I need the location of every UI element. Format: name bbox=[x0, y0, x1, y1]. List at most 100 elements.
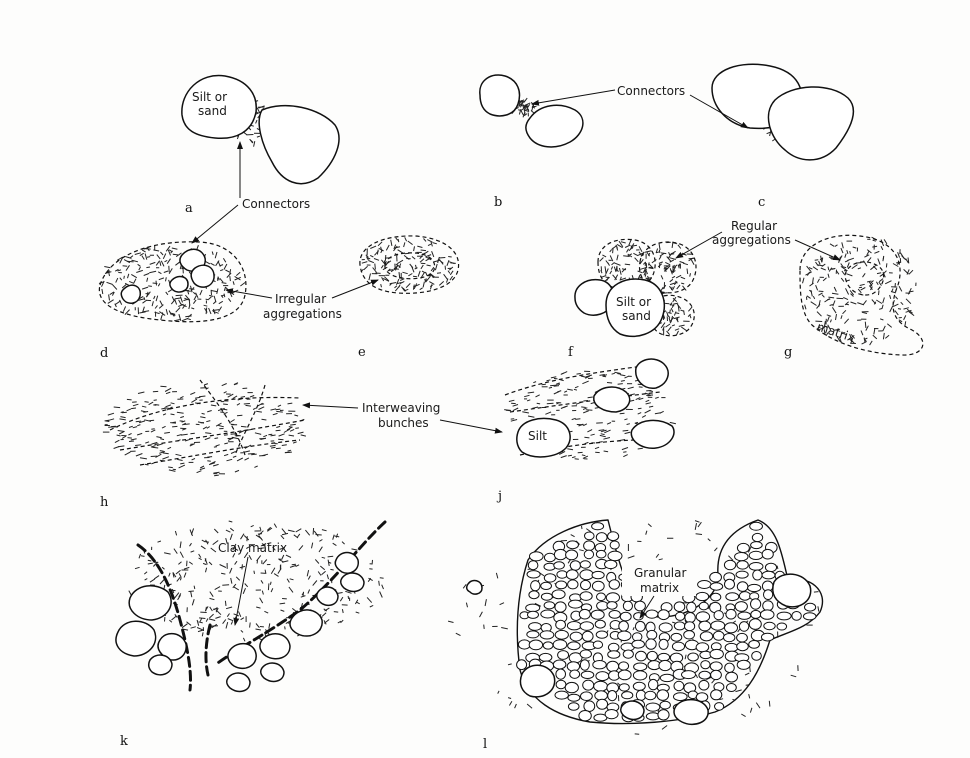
clay-platelet bbox=[816, 285, 818, 290]
granule bbox=[674, 622, 685, 630]
panel-c: c bbox=[712, 64, 853, 210]
grain-k4 bbox=[149, 655, 172, 675]
clay-platelet bbox=[676, 275, 681, 278]
regular-label-line2: aggregations bbox=[712, 233, 791, 247]
clay-platelet bbox=[610, 249, 612, 252]
clay-platelet bbox=[159, 305, 163, 309]
clay-platelet bbox=[156, 437, 161, 438]
clay-platelet bbox=[206, 619, 208, 622]
clay-platelet bbox=[830, 320, 831, 323]
clay-platelet bbox=[230, 276, 231, 281]
granule bbox=[594, 681, 608, 691]
granule bbox=[699, 602, 708, 610]
clay-platelet bbox=[646, 400, 650, 402]
granule bbox=[605, 710, 618, 719]
clay-platelet bbox=[144, 297, 145, 300]
granule bbox=[711, 670, 722, 679]
clay-platelet bbox=[135, 445, 141, 446]
clay-platelet bbox=[244, 404, 250, 405]
granule bbox=[558, 651, 569, 660]
clay-platelet bbox=[833, 301, 835, 307]
clay-platelet bbox=[619, 268, 621, 275]
granule bbox=[541, 582, 552, 589]
clay-platelet bbox=[426, 272, 428, 276]
clay-platelet bbox=[827, 315, 831, 317]
clay-platelet bbox=[276, 409, 281, 410]
clay-platelet bbox=[240, 566, 245, 567]
arrow-irregular-e bbox=[332, 280, 378, 298]
clay-platelet bbox=[199, 396, 205, 397]
clay-platelet bbox=[206, 568, 207, 573]
clay-platelet bbox=[583, 456, 588, 458]
clay-platelet bbox=[564, 391, 567, 392]
clay-platelet bbox=[322, 613, 326, 617]
clay-platelet bbox=[214, 296, 216, 302]
clay-platelet bbox=[134, 279, 137, 284]
clay-platelet bbox=[177, 412, 184, 413]
clay-platelet bbox=[420, 288, 423, 290]
granule bbox=[569, 600, 583, 608]
clay-platelet bbox=[147, 278, 148, 282]
clay-platelet bbox=[340, 597, 343, 601]
clay-platelet bbox=[322, 530, 327, 531]
clay-platelet bbox=[199, 622, 203, 623]
clay-platelet bbox=[542, 384, 546, 385]
clay-platelet bbox=[633, 245, 637, 246]
clay-platelet bbox=[175, 298, 182, 299]
clay-platelet bbox=[205, 542, 209, 543]
clay-platelet bbox=[228, 619, 233, 621]
granule bbox=[623, 601, 632, 610]
clay-platelet bbox=[116, 301, 121, 305]
clay-platelet bbox=[817, 312, 822, 317]
clay-platelet bbox=[645, 410, 651, 413]
panel-e: e bbox=[358, 236, 459, 360]
clay-platelet bbox=[835, 245, 838, 247]
clay-platelet bbox=[408, 274, 412, 276]
granule bbox=[579, 711, 591, 721]
clay-platelet bbox=[519, 111, 520, 115]
clay-platelet bbox=[163, 414, 166, 415]
clay-platelet bbox=[905, 321, 906, 325]
clay-platelet-texture bbox=[99, 80, 916, 734]
clay-platelet bbox=[579, 550, 584, 551]
clay-platelet bbox=[335, 536, 340, 537]
granule bbox=[753, 570, 762, 580]
grain-l5 bbox=[467, 581, 482, 595]
clay-platelet bbox=[330, 569, 333, 570]
grain-k9 bbox=[261, 663, 284, 681]
clay-platelet bbox=[667, 331, 670, 335]
clay-platelet bbox=[396, 238, 398, 241]
granule bbox=[725, 643, 738, 651]
clay-platelet bbox=[152, 301, 153, 306]
clay-platelet bbox=[160, 451, 164, 452]
clay-platelet bbox=[551, 377, 556, 378]
clay-platelet bbox=[645, 251, 652, 252]
clay-platelet bbox=[142, 250, 146, 252]
clay-platelet bbox=[904, 308, 909, 309]
silt-or-sand-label-a-line1: Silt or bbox=[192, 90, 227, 104]
clay-platelet bbox=[172, 248, 178, 249]
clay-platelet bbox=[509, 701, 512, 705]
irregular-label-line1: Irregular bbox=[275, 292, 326, 306]
clay-platelet bbox=[212, 252, 213, 255]
clay-platelet bbox=[698, 522, 701, 527]
clay-platelet bbox=[142, 256, 145, 260]
clay-platelet bbox=[883, 298, 885, 304]
clay-platelet bbox=[683, 263, 688, 265]
clay-platelet bbox=[117, 435, 121, 436]
clay-platelet bbox=[227, 459, 233, 461]
connectors-label-a: Connectors bbox=[242, 197, 310, 211]
clay-platelet bbox=[867, 281, 871, 282]
granule bbox=[618, 670, 631, 680]
granule bbox=[760, 610, 774, 619]
clay-platelet bbox=[141, 556, 145, 557]
grain-l2 bbox=[674, 700, 708, 725]
grain-k6 bbox=[260, 634, 290, 659]
clay-platelet bbox=[145, 464, 149, 465]
clay-platelet bbox=[233, 456, 236, 457]
clay-platelet bbox=[271, 568, 275, 574]
granule bbox=[699, 621, 711, 631]
clay-platelet bbox=[129, 281, 133, 283]
clay-platelet bbox=[233, 281, 234, 285]
